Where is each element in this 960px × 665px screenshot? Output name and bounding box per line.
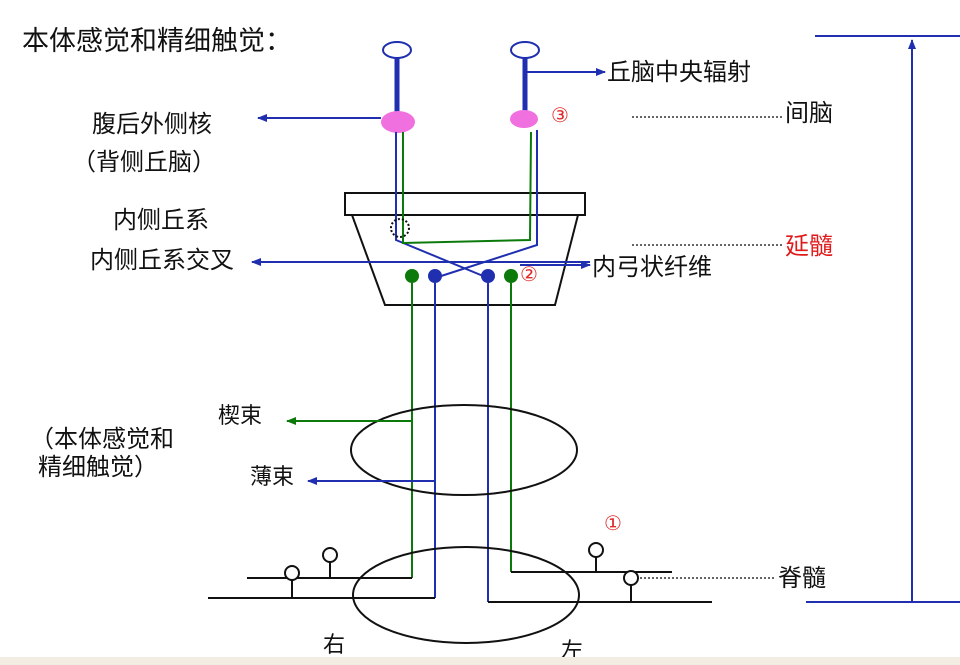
cuneate-nucleus-left [504, 269, 518, 283]
gracile-nucleus-left [481, 269, 495, 283]
label-diencephalon: 间脑 [785, 99, 833, 127]
spinal-cord-upper [350, 404, 578, 496]
lemniscus-blue-right [434, 130, 538, 279]
label-tracts-group-2: 精细触觉） [38, 453, 158, 481]
lemniscus-dotted-circle [390, 218, 410, 238]
lemniscus-green-left [402, 131, 532, 245]
label-cuneate: 楔束 [218, 404, 263, 429]
label-medulla: 延髓 [785, 232, 833, 260]
lemniscus-blue-left [395, 132, 489, 279]
label-internal-arcuate: 内弓状纤维 [592, 253, 712, 281]
marker-two: ② [520, 262, 538, 286]
ganglion-cell-r1 [284, 565, 300, 581]
cortex-left-ending [382, 41, 412, 59]
cuneate-nucleus-right [405, 269, 419, 283]
label-right: 右 [323, 633, 346, 658]
label-thalamocortical: 丘脑中央辐射 [607, 58, 751, 86]
page-title: 本体感觉和精细触觉： [22, 26, 292, 57]
bottom-strip [0, 657, 960, 665]
ganglion-cell-r2 [322, 547, 338, 563]
cortex-right-ending [510, 41, 540, 59]
label-gracile: 薄束 [250, 465, 295, 490]
gracile-nucleus-right [428, 269, 442, 283]
vpl-nucleus-left [381, 111, 415, 133]
label-medial-lemniscus: 内侧丘系 [113, 206, 209, 234]
vpl-nucleus-right [510, 110, 538, 128]
marker-three: ③ [551, 103, 569, 127]
ganglion-cell-l2 [623, 570, 639, 586]
ganglion-cell-l1 [588, 542, 604, 558]
label-lemniscus-decussation: 内侧丘系交叉 [90, 246, 234, 274]
spinal-cord-lower [352, 546, 580, 644]
medulla-top-plate [344, 192, 586, 216]
label-vpl-paren: （背侧丘脑） [72, 148, 216, 176]
label-spinal-cord: 脊髓 [778, 564, 826, 592]
label-tracts-group-1: （本体感觉和 [30, 425, 174, 453]
medulla-trapezoid [350, 214, 580, 306]
label-vpl-nucleus: 腹后外侧核 [92, 110, 212, 138]
marker-one: ① [604, 511, 622, 535]
